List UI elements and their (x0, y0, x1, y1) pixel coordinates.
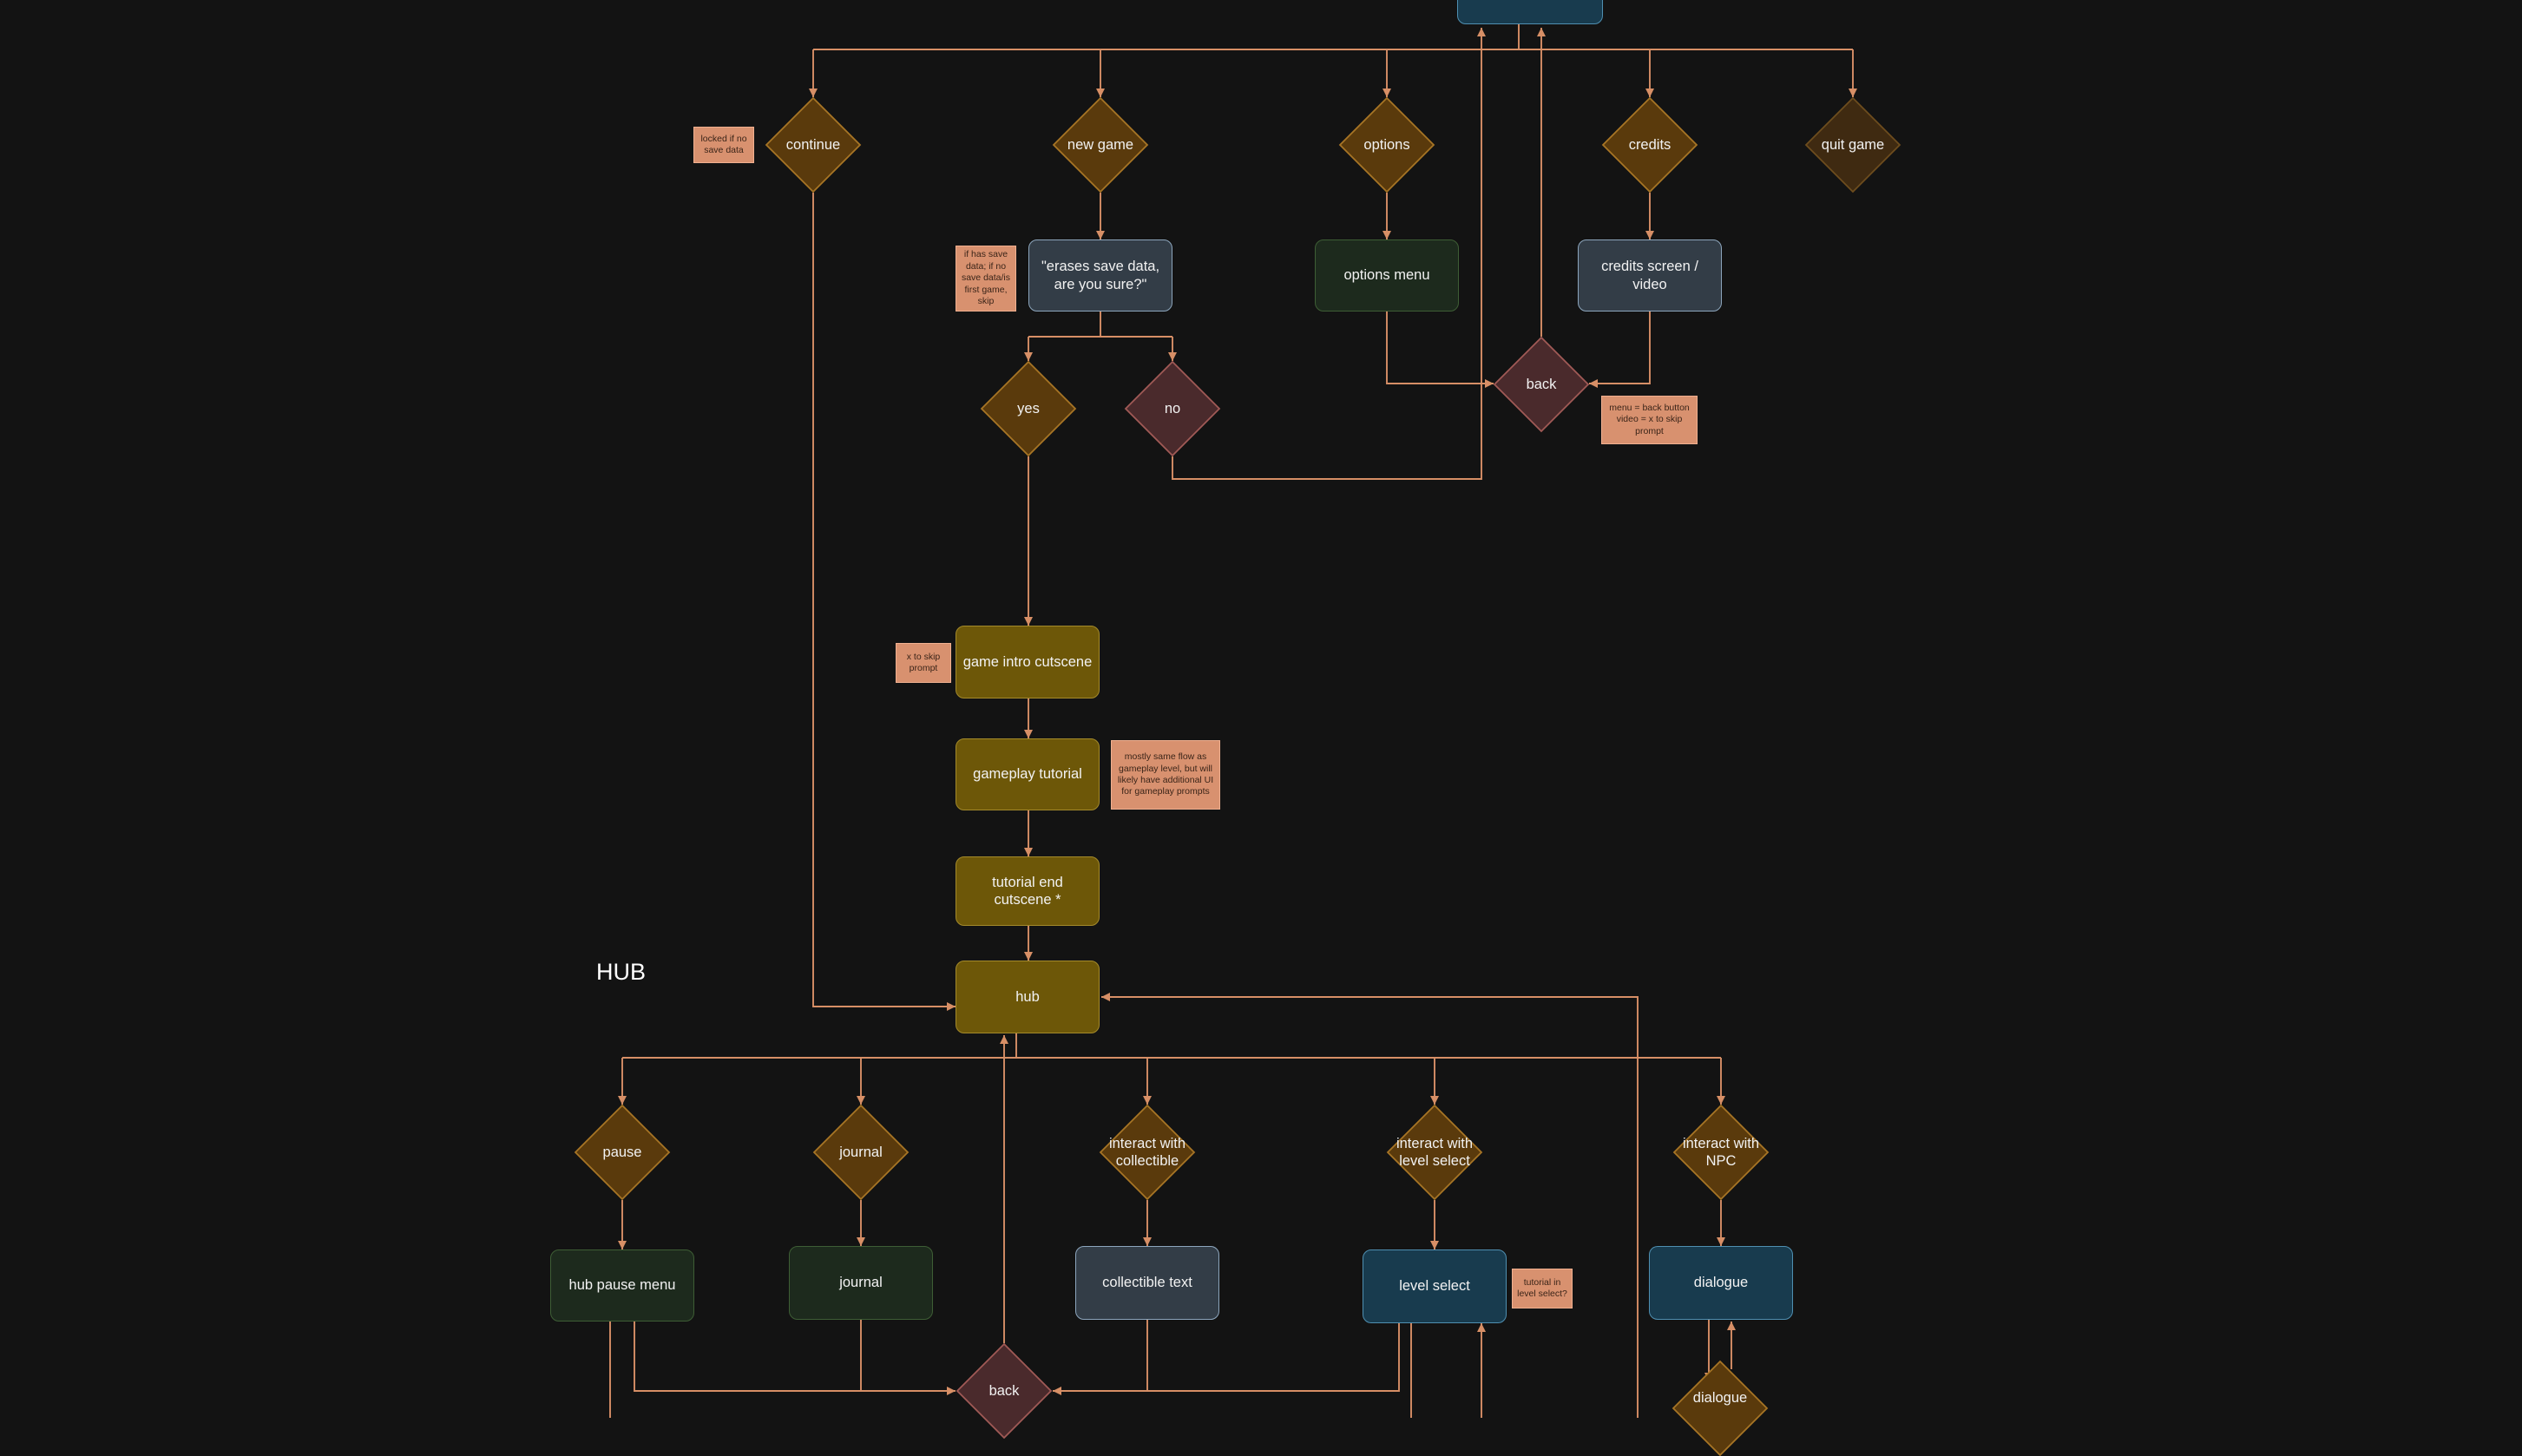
options-menu-screen[interactable]: options menu (1315, 239, 1459, 312)
journal-screen[interactable]: journal (789, 1246, 933, 1320)
flowchart-canvas: continue new game options credits quit g… (550, 0, 1901, 1456)
erase-confirm-screen[interactable]: "erases save data, are you sure?" (1028, 239, 1172, 312)
journal-diamond-shape (812, 1104, 910, 1201)
credits-screen[interactable]: credits screen / video (1578, 239, 1722, 312)
collectible-decision[interactable]: interact with collectible (1099, 1104, 1196, 1201)
note-erase-prompt: if has save data; if no save data/is fir… (956, 246, 1016, 312)
continue-decision[interactable]: continue (765, 96, 862, 193)
new-game-diamond-shape (1052, 96, 1149, 193)
new-game-label: new game (1067, 136, 1134, 153)
pause-diamond-shape (574, 1104, 671, 1201)
connector-no-to-title (1172, 28, 1486, 480)
menu-back-label: back (1526, 376, 1557, 392)
tutorial-end-cutscene[interactable]: tutorial end cutscene * (956, 856, 1100, 926)
npc-decision-label: interact with NPC (1682, 1135, 1760, 1169)
gameplay-tutorial[interactable]: gameplay tutorial (956, 738, 1100, 810)
level-select-diamond-shape (1386, 1104, 1483, 1201)
journal-decision[interactable]: journal (812, 1104, 910, 1201)
dialogue-decision[interactable]: dialogue (1671, 1360, 1769, 1456)
hub-section-heading: HUB (596, 959, 647, 985)
credits-diamond-shape (1601, 96, 1698, 193)
connector-continue-to-hub (812, 193, 956, 1011)
connector-layer (609, 24, 1857, 1418)
erase-confirm-label: "erases save data, are you sure?" (1041, 259, 1160, 292)
collectible-decision-label: interact with collectible (1108, 1135, 1186, 1169)
connector-pause-menu-to-back (634, 1322, 956, 1395)
options-menu-label: options menu (1343, 267, 1430, 284)
menu-back-decision[interactable]: back (1493, 336, 1590, 433)
hub-back-decision[interactable]: back (956, 1342, 1053, 1440)
yes-label: yes (1017, 400, 1040, 416)
note-back-button-text: menu = back button video = x to skip pro… (1609, 402, 1690, 436)
dialogue-screen-label: dialogue (1693, 1275, 1749, 1291)
options-diamond-shape (1338, 96, 1435, 193)
npc-diamond-shape (1672, 1104, 1770, 1201)
note-tutorial-flow-text: mostly same flow as gameplay level, but … (1117, 751, 1214, 797)
title-screen-box[interactable] (1457, 0, 1603, 24)
quit-game-decision[interactable]: quit game (1804, 96, 1901, 193)
continue-diamond-shape (765, 96, 862, 193)
hub-node[interactable]: hub (956, 961, 1100, 1033)
gameplay-tutorial-label: gameplay tutorial (973, 766, 1082, 783)
tutorial-end-cutscene-label: tutorial end cutscene * (992, 874, 1063, 908)
pause-decision[interactable]: pause (574, 1104, 671, 1201)
note-erase-prompt-text: if has save data; if no save data/is fir… (961, 249, 1011, 307)
level-select-decision[interactable]: interact with level select (1386, 1104, 1483, 1201)
note-skip-intro-text: x to skip prompt (906, 651, 941, 673)
continue-label: continue (785, 136, 841, 153)
connector-confirm-split (1028, 312, 1172, 338)
note-continue-lock-text: locked if no save data (700, 133, 747, 155)
dialogue-decision-label: dialogue (1692, 1389, 1748, 1406)
yes-diamond-shape (980, 360, 1077, 457)
note-tutorial-flow: mostly same flow as gameplay level, but … (1111, 740, 1220, 810)
yes-decision[interactable]: yes (980, 360, 1077, 457)
collectible-diamond-shape (1099, 1104, 1196, 1201)
journal-screen-label: journal (839, 1275, 883, 1291)
connector-options-menu-to-back (1386, 312, 1494, 388)
no-diamond-shape (1124, 360, 1221, 457)
level-select-decision-label: interact with level select (1396, 1135, 1474, 1169)
hub-pause-menu-label: hub pause menu (568, 1277, 676, 1294)
quit-game-diamond-shape (1804, 96, 1901, 193)
pause-label: pause (602, 1144, 642, 1160)
note-tutorial-level-select-text: tutorial in level select? (1517, 1276, 1567, 1299)
collectible-text-screen[interactable]: collectible text (1075, 1246, 1219, 1320)
game-intro-cutscene[interactable]: game intro cutscene (956, 626, 1100, 698)
note-skip-intro: x to skip prompt (896, 643, 951, 683)
new-game-decision[interactable]: new game (1052, 96, 1149, 193)
dialogue-screen[interactable]: dialogue (1649, 1246, 1793, 1320)
connector-loop-to-hub (1101, 993, 1639, 1418)
npc-decision[interactable]: interact with NPC (1672, 1104, 1770, 1201)
dialogue-diamond-shape (1671, 1360, 1769, 1456)
note-continue-lock: locked if no save data (693, 127, 754, 163)
no-decision[interactable]: no (1124, 360, 1221, 457)
options-decision[interactable]: options (1338, 96, 1435, 193)
hub-back-label: back (988, 1382, 1020, 1399)
note-back-button: menu = back button video = x to skip pro… (1601, 396, 1698, 444)
note-tutorial-level-select: tutorial in level select? (1512, 1269, 1573, 1308)
options-label: options (1363, 136, 1410, 153)
quit-game-label: quit game (1821, 136, 1885, 153)
hub-node-label: hub (1015, 988, 1040, 1005)
no-label: no (1164, 400, 1181, 416)
level-select-screen[interactable]: level select (1363, 1249, 1507, 1323)
level-select-screen-label: level select (1399, 1278, 1470, 1295)
journal-decision-label: journal (839, 1144, 883, 1160)
game-intro-cutscene-label: game intro cutscene (962, 653, 1093, 670)
credits-screen-label: credits screen / video (1601, 259, 1698, 292)
hub-pause-menu-screen[interactable]: hub pause menu (550, 1249, 694, 1322)
credits-label: credits (1628, 136, 1671, 153)
credits-decision[interactable]: credits (1601, 96, 1698, 193)
menu-back-diamond-shape (1493, 336, 1590, 433)
connector-level-select-to-back (1147, 1323, 1400, 1392)
connector-collectible-to-back (1053, 1320, 1148, 1395)
collectible-text-label: collectible text (1102, 1275, 1192, 1291)
connector-credits-screen-to-back (1589, 312, 1651, 388)
